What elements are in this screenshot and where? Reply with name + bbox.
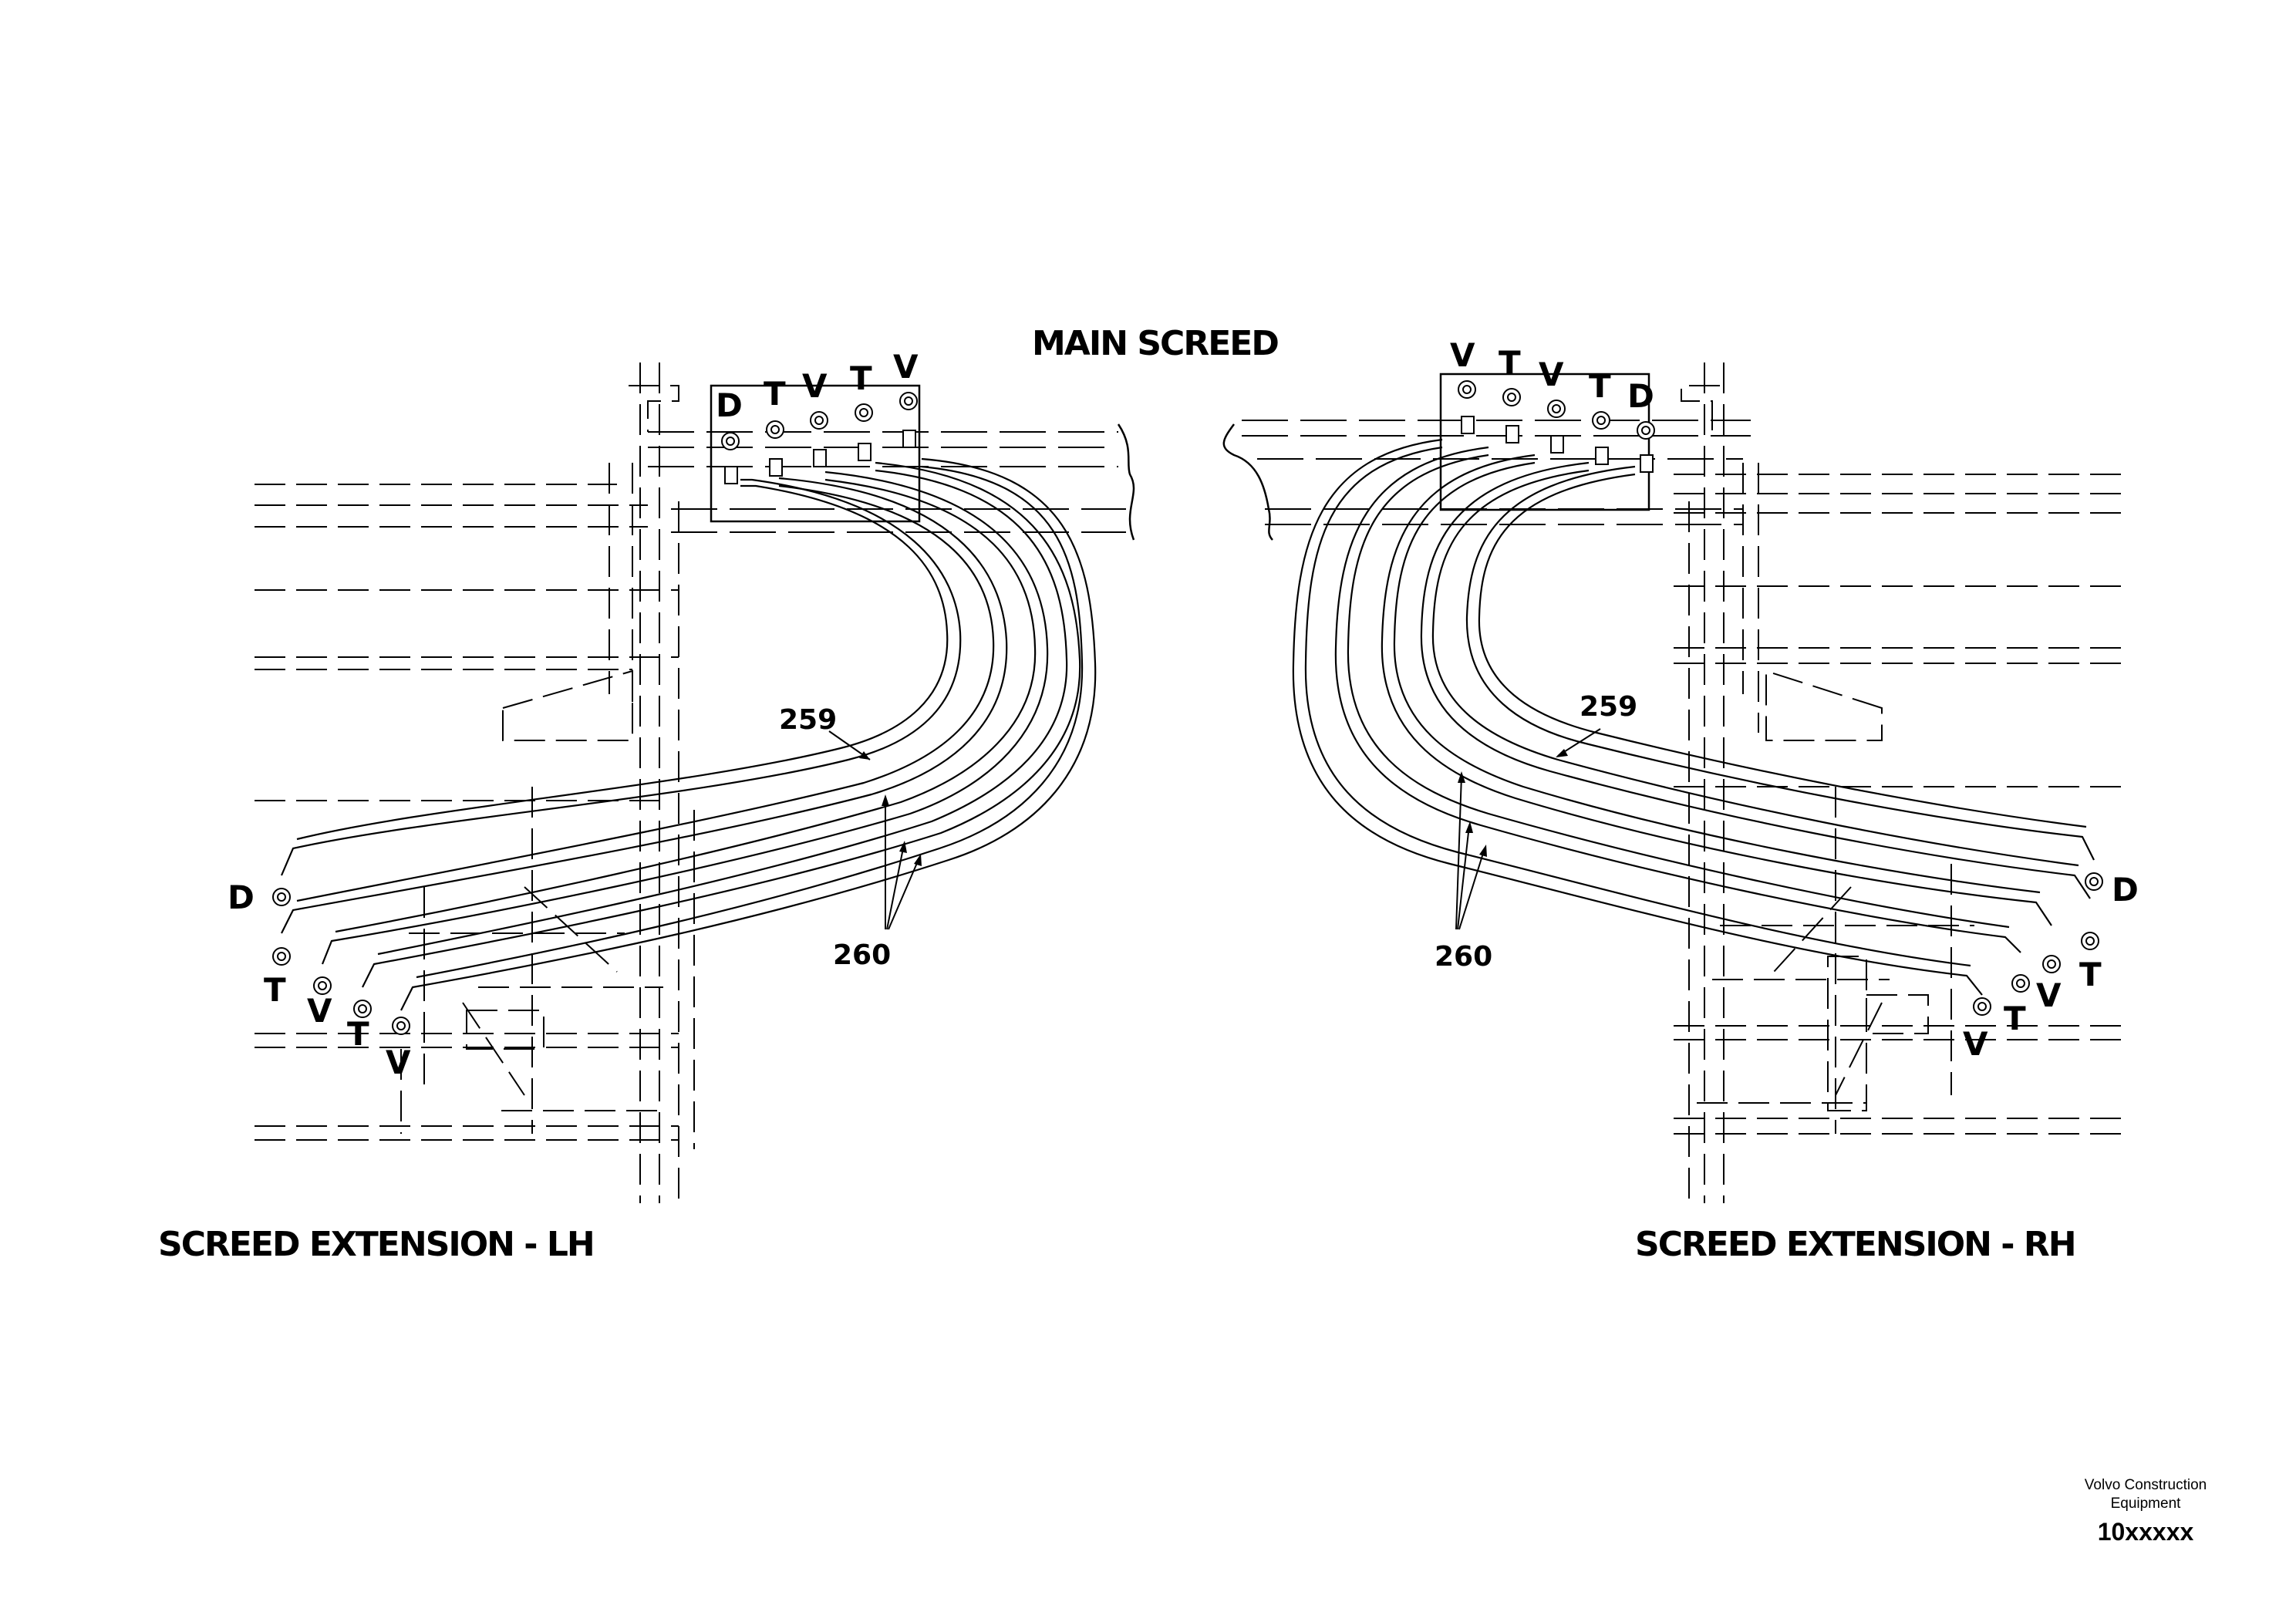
- port-label: V: [2036, 976, 2062, 1014]
- port-label: T: [850, 359, 872, 397]
- main-valve-block-right: [1439, 373, 1650, 511]
- drawing-code: 10xxxxx: [2098, 1518, 2194, 1546]
- port-label: T: [2079, 956, 2102, 993]
- port-label: V: [802, 367, 828, 405]
- port-label: D: [228, 878, 255, 916]
- port-label: V: [1539, 356, 1564, 393]
- port-label: T: [1499, 344, 1521, 382]
- main-screed-title: MAIN SCREED: [1032, 324, 1278, 363]
- port-label: V: [307, 992, 332, 1030]
- lh-hoses: [280, 457, 1097, 1011]
- port-label: V: [1963, 1025, 1988, 1063]
- ref-259-rh: 259: [1580, 691, 1637, 723]
- port-label: T: [764, 375, 786, 413]
- rh-hoses: [1292, 438, 2095, 996]
- reference-leaders: [828, 728, 1601, 930]
- port-label: D: [716, 386, 743, 424]
- port-label: V: [1450, 336, 1475, 374]
- port-fittings: [272, 380, 2103, 1035]
- port-label: T: [2004, 1000, 2026, 1037]
- ref-259-lh: 259: [779, 704, 837, 736]
- rh-structure: [1674, 363, 2129, 1203]
- ref-260-lh: 260: [833, 939, 891, 971]
- ref-260-rh: 260: [1435, 941, 1492, 973]
- lh-structure: [255, 363, 695, 1203]
- rh-extension-title: SCREED EXTENSION - RH: [1635, 1225, 2075, 1264]
- port-label: T: [1589, 367, 1611, 405]
- port-label: V: [893, 348, 919, 386]
- company-line2: Equipment: [2111, 1496, 2182, 1512]
- lh-extension-title: SCREED EXTENSION - LH: [158, 1225, 594, 1264]
- port-label: T: [347, 1015, 369, 1053]
- port-label: D: [2112, 871, 2139, 909]
- main-valve-block-left: [710, 384, 921, 523]
- port-label: D: [1627, 377, 1654, 415]
- port-label: T: [264, 971, 286, 1009]
- company-line1: Volvo Construction: [2085, 1477, 2207, 1493]
- port-label: V: [386, 1044, 411, 1081]
